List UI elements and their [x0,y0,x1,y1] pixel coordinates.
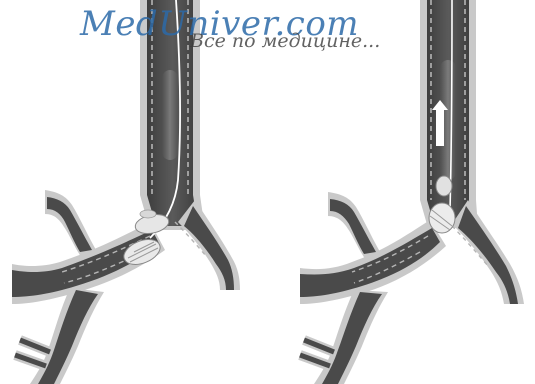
left-main-bronchus-right [175,200,240,290]
right-main-bronchus-right [452,200,524,304]
left-trachea [140,0,205,230]
right-airway-panel [300,0,524,384]
left-airway-panel [12,0,240,384]
right-upper-branch [328,192,380,260]
left-upper-branch [45,190,96,258]
right-lower-branch [300,290,388,384]
